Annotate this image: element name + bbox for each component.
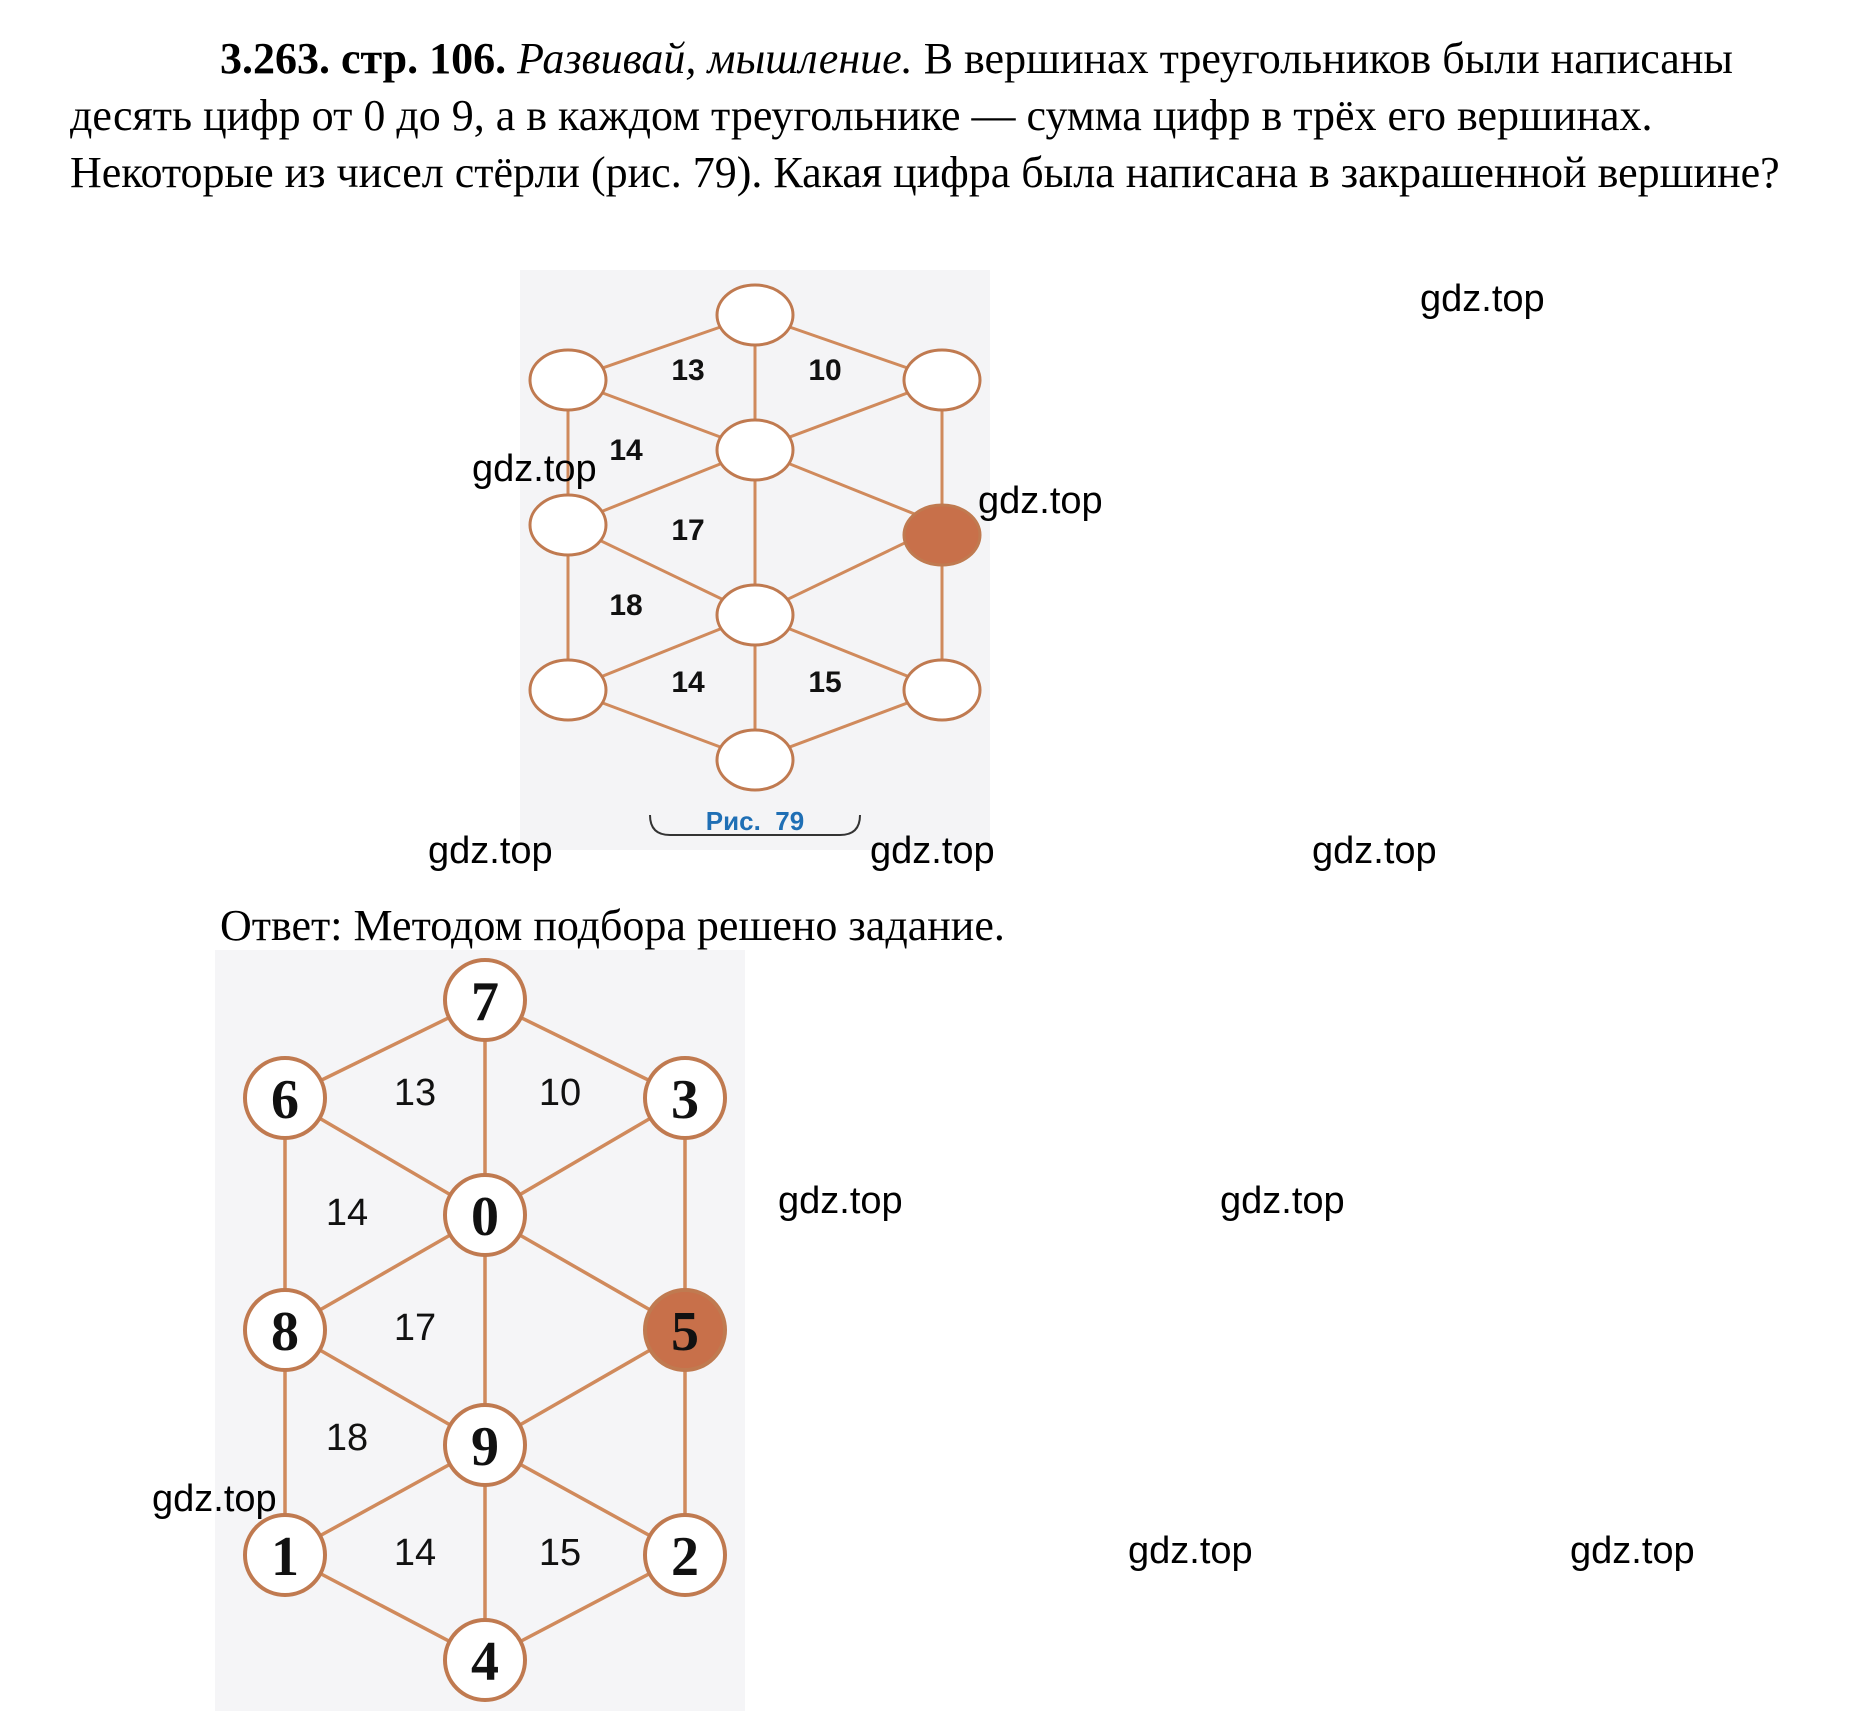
problem-topic: Развивай, мышление. xyxy=(517,34,913,83)
vertex-digit: 9 xyxy=(471,1416,499,1478)
watermark: gdz.top xyxy=(1128,1530,1253,1572)
vertex-upper-right xyxy=(902,348,982,412)
vertex-upper-left xyxy=(528,348,608,412)
watermark: gdz.top xyxy=(870,830,995,872)
watermark: gdz.top xyxy=(1420,278,1545,320)
vertex-digit: 7 xyxy=(471,971,499,1033)
figure-caption: Рис. 79 xyxy=(706,806,804,836)
sum-label: 10 xyxy=(539,1072,581,1114)
sum-label: 15 xyxy=(539,1532,581,1574)
vertex-filled xyxy=(902,503,982,567)
vertex-digit: 2 xyxy=(671,1526,699,1588)
vertex-digit: 0 xyxy=(471,1186,499,1248)
watermark: gdz.top xyxy=(1312,830,1437,872)
watermark: gdz.top xyxy=(978,480,1103,522)
vertex-digit: 3 xyxy=(671,1069,699,1131)
watermark: gdz.top xyxy=(1570,1530,1695,1572)
watermark: gdz.top xyxy=(152,1478,277,1520)
sum-label: 18 xyxy=(326,1417,368,1459)
vertex-middle-left xyxy=(243,1288,327,1372)
vertex-lower-right xyxy=(643,1513,727,1597)
answer-text: Ответ: Методом подбора решено задание. xyxy=(220,901,1005,950)
sum-label: 14 xyxy=(671,666,705,699)
problem-statement: 3.263. стр. 106. Развивай, мышление. В в… xyxy=(70,30,1850,201)
sum-label: 10 xyxy=(808,354,841,387)
vertex-digit: 5 xyxy=(671,1301,699,1363)
vertex-top xyxy=(443,958,527,1042)
problem-number: 3.263. стр. 106. xyxy=(220,34,507,83)
sum-label: 17 xyxy=(671,514,704,547)
vertex-filled xyxy=(643,1288,727,1372)
vertex-center-upper xyxy=(715,418,795,482)
solved-figure: 7 6 3 0 8 5 9 1 2 4 13 10 14 17 18 14 15 xyxy=(215,950,745,1711)
problem-text: В вершинах треугольников были написаны д… xyxy=(70,34,1780,197)
vertex-digit: 1 xyxy=(271,1526,299,1588)
watermark: gdz.top xyxy=(428,830,553,872)
vertex-lower-left xyxy=(243,1513,327,1597)
vertex-top xyxy=(715,283,795,347)
sum-label: 13 xyxy=(394,1072,436,1114)
vertex-upper-left xyxy=(243,1056,327,1140)
watermark: gdz.top xyxy=(472,448,597,490)
vertex-middle-left xyxy=(528,493,608,557)
vertex-digit: 8 xyxy=(271,1301,299,1363)
watermark: gdz.top xyxy=(778,1180,903,1222)
vertex-lower-left xyxy=(528,658,608,722)
figure-79: 13 10 14 17 18 14 15 Рис. 79 xyxy=(520,270,990,850)
sum-label: 17 xyxy=(394,1307,436,1349)
sum-label: 15 xyxy=(808,666,841,699)
vertex-center-upper xyxy=(443,1173,527,1257)
vertex-upper-right xyxy=(643,1056,727,1140)
vertex-center-lower xyxy=(443,1403,527,1487)
sum-label: 13 xyxy=(671,354,704,387)
vertex-bottom xyxy=(715,728,795,792)
figure-79-vertices xyxy=(528,283,982,792)
solved-figure-vertices xyxy=(243,958,727,1702)
sum-label: 14 xyxy=(394,1532,436,1574)
vertex-digit: 4 xyxy=(471,1631,499,1693)
sum-label: 14 xyxy=(326,1192,368,1234)
vertex-digit: 6 xyxy=(271,1069,299,1131)
vertex-center-lower xyxy=(715,583,795,647)
vertex-lower-right xyxy=(902,658,982,722)
sum-label: 14 xyxy=(609,434,643,467)
vertex-bottom xyxy=(443,1618,527,1702)
watermark: gdz.top xyxy=(1220,1180,1345,1222)
sum-label: 18 xyxy=(609,589,642,622)
caption-bracket xyxy=(649,814,861,836)
